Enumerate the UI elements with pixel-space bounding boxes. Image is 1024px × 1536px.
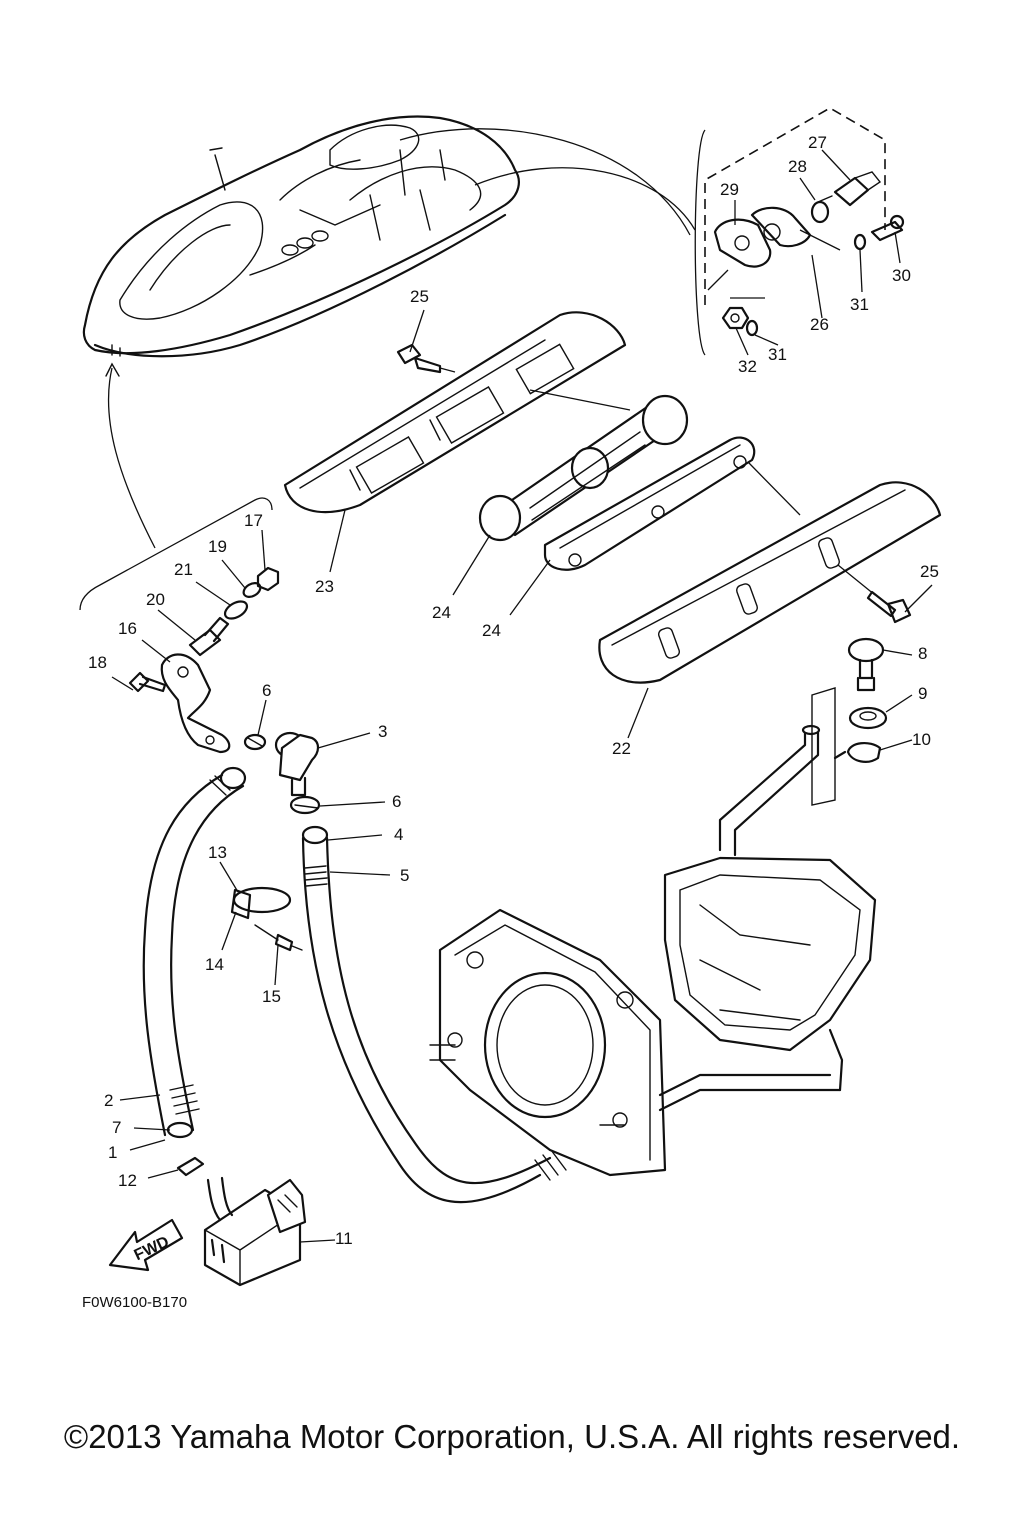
callout-6-lower: 6 <box>392 792 401 811</box>
pump-housing <box>663 687 877 1092</box>
callout-15: 15 <box>262 987 281 1006</box>
callout-16: 16 <box>118 619 137 638</box>
leader-hull-to-panel <box>399 128 691 236</box>
strainer-11 <box>203 1176 307 1287</box>
callout-28: 28 <box>788 157 807 176</box>
callout-4: 4 <box>394 825 403 844</box>
callout-6-upper: 6 <box>262 681 271 700</box>
callout-17: 17 <box>244 511 263 530</box>
bolt-25-lower <box>837 564 912 624</box>
callout-29: 29 <box>720 180 739 199</box>
callout-2: 2 <box>104 1091 113 1110</box>
callout-8: 8 <box>918 644 927 663</box>
callout-24-upper: 24 <box>432 603 451 622</box>
callout-11: 11 <box>335 1229 353 1248</box>
callout-7: 7 <box>112 1118 121 1137</box>
bolt-18 <box>111 671 167 693</box>
drain-plug-detail-group <box>694 107 905 356</box>
copyright-notice: ©2013 Yamaha Motor Corporation, U.S.A. A… <box>63 1418 961 1455</box>
forward-arrow: FWD <box>108 1218 184 1272</box>
leader-group-to-hull <box>107 367 156 549</box>
callout-5: 5 <box>400 866 409 885</box>
callout-25-lower: 25 <box>920 562 939 581</box>
watercraft-outline <box>82 115 520 358</box>
callout-26: 26 <box>810 315 829 334</box>
callout-32: 32 <box>738 357 757 376</box>
callout-30: 30 <box>892 266 911 285</box>
callout-31-upper: 31 <box>850 295 869 314</box>
clamp-7 <box>166 1121 194 1139</box>
hose-4-5 <box>301 825 567 1204</box>
cover-23 <box>283 311 627 514</box>
intake-housing <box>429 908 842 1177</box>
callout-12: 12 <box>118 1171 137 1190</box>
callout-27: 27 <box>808 133 827 152</box>
callout-20: 20 <box>146 590 165 609</box>
callout-1: 1 <box>108 1143 117 1162</box>
callout-leaders <box>119 149 933 1243</box>
cover-22 <box>598 481 942 684</box>
callout-22: 22 <box>612 739 631 758</box>
callout-24-lower: 24 <box>482 621 501 640</box>
band-13-group <box>230 886 303 952</box>
callout-9: 9 <box>918 684 927 703</box>
callout-18: 18 <box>88 653 107 672</box>
callout-31-lower: 31 <box>768 345 787 364</box>
direction-label: FWD <box>132 1233 172 1264</box>
callout-19: 19 <box>208 537 227 556</box>
clip-12 <box>176 1156 205 1177</box>
clamp-6-upper <box>243 733 267 751</box>
hose-2 <box>142 766 247 1137</box>
arrowhead-hull <box>105 362 120 377</box>
callout-13: 13 <box>208 843 227 862</box>
valve-3 <box>274 731 320 797</box>
callout-14: 14 <box>205 955 224 974</box>
seal-24-lower <box>543 436 801 571</box>
plug-8-group <box>833 637 888 763</box>
callout-25-upper: 25 <box>410 287 429 306</box>
callout-23: 23 <box>315 577 334 596</box>
callout-3: 3 <box>378 722 387 741</box>
callout-21: 21 <box>174 560 193 579</box>
leader-hull-to-panel-2 <box>474 167 696 231</box>
callout-labels: 1 2 3 4 5 6 6 7 8 9 10 11 12 13 14 15 16… <box>82 133 939 1311</box>
seal-24-upper <box>478 389 689 542</box>
clamp-6-lower <box>289 795 321 815</box>
bolt-25-upper <box>396 343 456 374</box>
diagram-code: F0W6100-B170 <box>82 1294 187 1311</box>
bracket-16 <box>160 653 231 754</box>
callout-10: 10 <box>912 730 931 749</box>
fastener-stack <box>79 497 280 657</box>
